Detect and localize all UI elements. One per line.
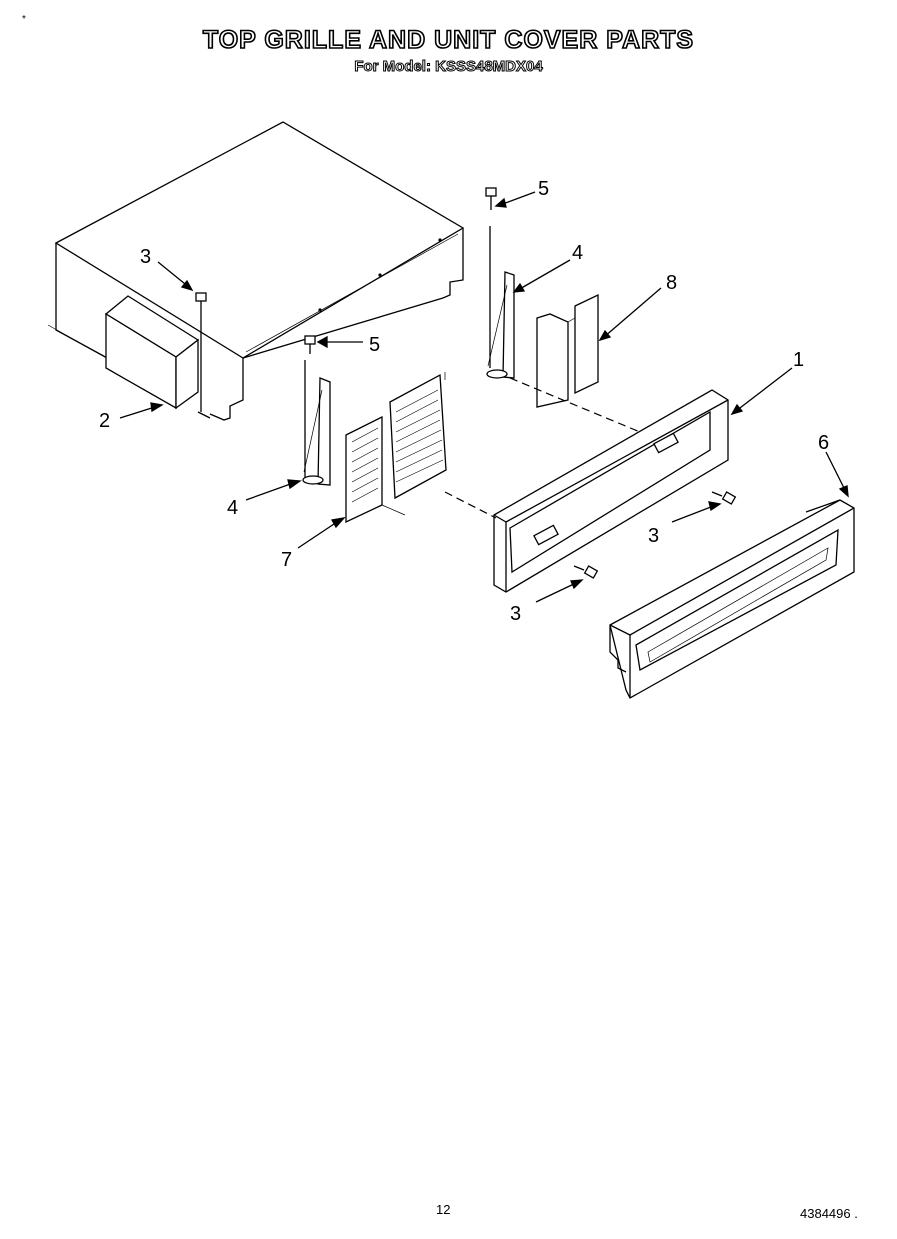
- callout-5-right: 5: [538, 178, 549, 200]
- assembly-line-panel: [509, 377, 641, 433]
- page-title: TOP GRILLE AND UNIT COVER PARTS: [202, 25, 695, 55]
- callout-8: 8: [666, 272, 677, 294]
- page-number: 12: [436, 1202, 451, 1217]
- document-number: 4384496 .: [800, 1206, 858, 1221]
- callout-7: 7: [281, 549, 292, 571]
- bracket-left: [302, 335, 331, 486]
- callout-1: 1: [793, 349, 804, 371]
- callout-4-left: 4: [227, 497, 238, 519]
- front-grille: [609, 499, 855, 699]
- callout-4-right: 4: [572, 242, 583, 264]
- control-box: [104, 295, 200, 410]
- frame-screws: [573, 491, 737, 579]
- callout-3-frame-left: 3: [510, 603, 521, 625]
- callout-5-left: 5: [369, 334, 380, 356]
- grille: [345, 372, 447, 524]
- screw-cover: [195, 292, 211, 419]
- grille-frame: [493, 389, 729, 593]
- side-panel: [536, 293, 599, 408]
- callout-6: 6: [818, 432, 829, 454]
- bracket-right: [485, 187, 515, 379]
- assembly-line-grille: [444, 491, 497, 519]
- model-subtitle: For Model: KSSS48MDX04: [354, 58, 543, 76]
- callout-3-frame-right: 3: [648, 525, 659, 547]
- corner-mark: *: [22, 14, 26, 25]
- callout-3-cover: 3: [140, 246, 151, 268]
- leader-lines: [119, 191, 849, 603]
- unit-cover: [47, 121, 465, 421]
- callout-2: 2: [99, 410, 110, 432]
